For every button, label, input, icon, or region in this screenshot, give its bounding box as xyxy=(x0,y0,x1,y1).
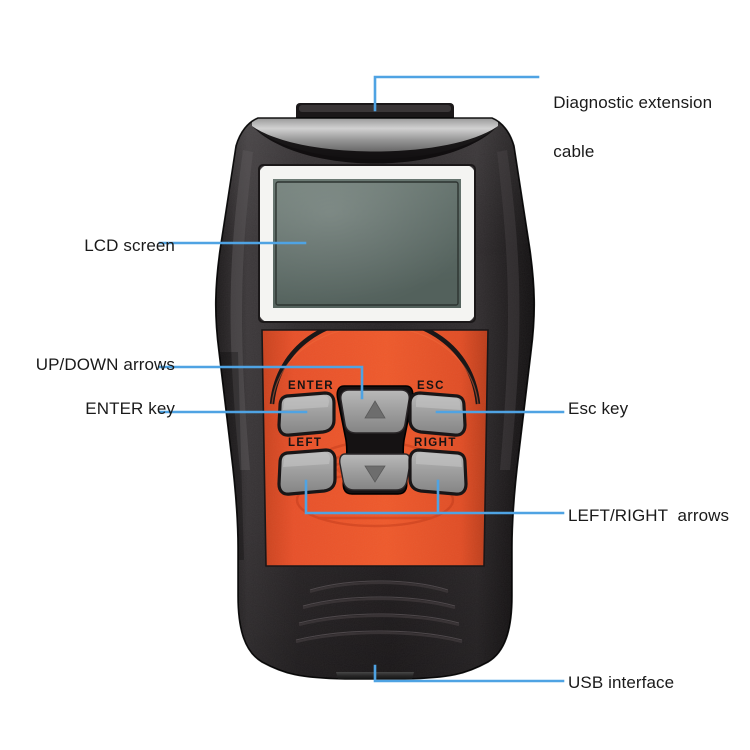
callout-label-cable-line1: Diagnostic extension xyxy=(553,92,713,112)
left-key xyxy=(277,448,337,496)
callout-label-enter-key: ENTER key xyxy=(85,399,175,418)
callout-label-esc-key: Esc key xyxy=(568,399,629,418)
left-key-label: LEFT xyxy=(288,437,322,449)
grip-ridges xyxy=(295,581,463,644)
callout-label-lcd-screen: LCD screen xyxy=(84,236,175,255)
callout-lines xyxy=(158,75,565,683)
enter-key-label: ENTER xyxy=(288,380,334,392)
callout-line-left xyxy=(304,479,565,515)
callout-label-cable-line2: cable xyxy=(553,141,595,161)
right-key xyxy=(408,448,468,496)
up-down-rocker xyxy=(336,385,414,495)
right-key-label: RIGHT xyxy=(414,437,457,449)
callout-line-updown xyxy=(158,365,364,400)
callout-label-diagnostic-extension-cable: Diagnostic extension cable xyxy=(534,66,744,189)
grip-ridges-highlight xyxy=(295,580,463,641)
enter-key xyxy=(277,391,336,437)
esc-key-label: ESC xyxy=(417,380,445,392)
esc-key xyxy=(408,391,467,437)
callout-label-left-right-arrows: LEFT/RIGHT arrows xyxy=(568,506,730,525)
callout-label-up-down-arrows: UP/DOWN arrows xyxy=(35,355,175,374)
callout-label-usb-interface: USB interface xyxy=(568,673,675,692)
callout-line-usb xyxy=(373,664,565,683)
callout-line-cable xyxy=(373,75,540,112)
